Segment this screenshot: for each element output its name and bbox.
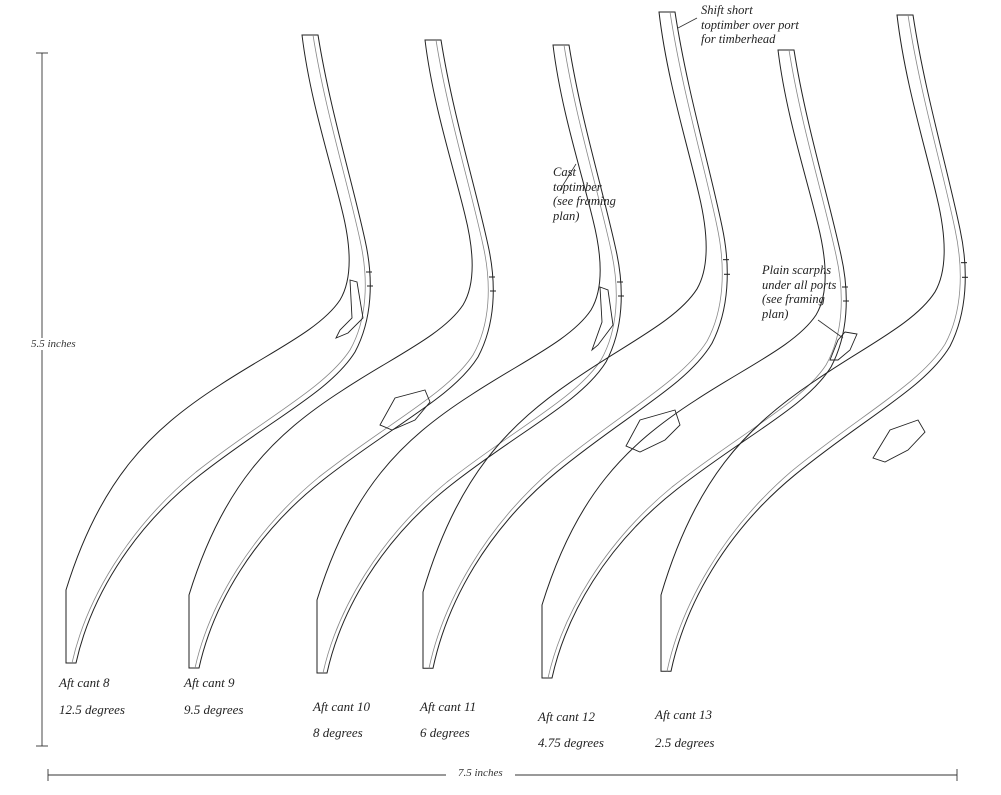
height-dimension-line [36,52,48,747]
timber-angle: 2.5 degrees [655,735,715,750]
note-line: Cast [553,165,576,179]
note-line: toptimber [553,179,602,194]
leader-lines [559,17,844,339]
timber-aft-cant-8 [65,34,374,664]
note-line: plan) [553,208,580,223]
note-line: Plain scarphs [762,263,832,277]
note-cast-toptimber: Cast toptimber (see framing plan) [553,165,616,223]
timber-aft-cant-11 [422,11,731,669]
width-dimension-label: 7.5 inches [446,767,515,779]
timber-angle: 6 degrees [420,725,470,740]
timber-label: Aft cant 10 [313,699,371,714]
timber-label: Aft cant 13 [655,707,713,722]
note-line: toptimber over port [701,17,799,32]
timber-angle: 9.5 degrees [184,702,244,717]
timber-label: Aft cant 8 [59,675,110,690]
note-shift-toptimber: Shift short toptimber over port for timb… [701,3,799,47]
timber-aft-cant-13 [660,14,969,672]
timber-label: Aft cant 9 [184,675,235,690]
height-dimension-label: 5.5 inches [28,338,79,350]
note-plain-scarphs: Plain scarphs under all ports (see frami… [762,263,836,321]
note-line: for timberhead [701,32,776,46]
timber-angle: 4.75 degrees [538,735,604,750]
timber-label: Aft cant 12 [538,709,596,724]
timber-angle: 12.5 degrees [59,702,125,717]
note-line: (see framing [762,292,825,306]
note-line: under all ports [762,277,837,292]
timber-aft-cant-9 [188,39,497,669]
note-line: plan) [762,306,789,321]
scarph-joints [335,279,926,463]
timber-label: Aft cant 11 [420,699,477,714]
note-line: (see framing [553,194,616,208]
note-line: Shift short [701,3,753,17]
timber-angle: 8 degrees [313,725,363,740]
